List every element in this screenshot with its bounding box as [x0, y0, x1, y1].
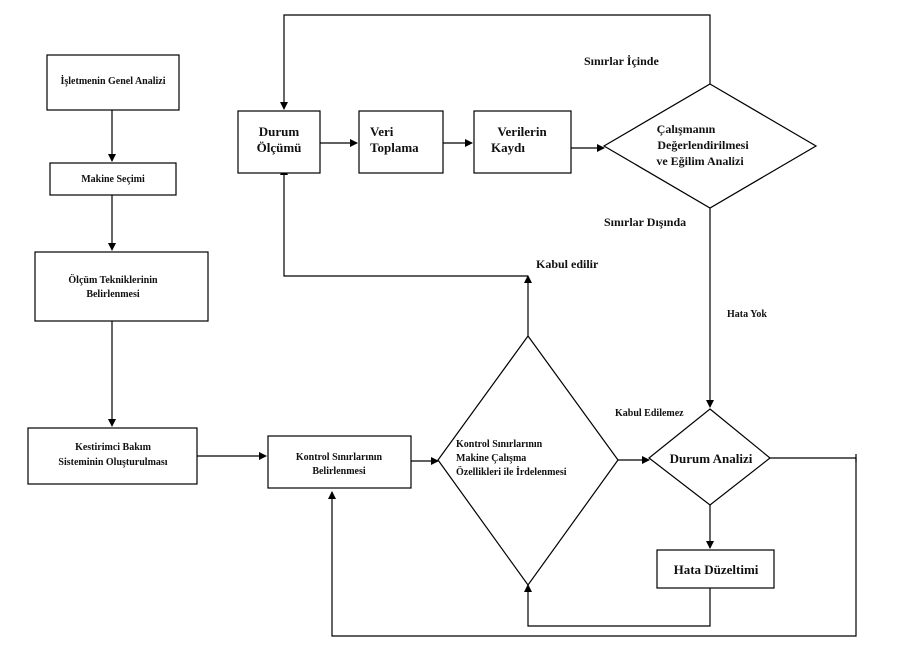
box-kontrol-belirle	[267, 435, 412, 489]
label-kontrol-irdele-3: Özellikleri ile İrdelenmesi	[456, 465, 567, 478]
label-durum-olcumu-1: Durum	[259, 124, 300, 139]
label-verilerin-kaydi-2: Kaydı	[491, 140, 525, 155]
label-makine-secimi: Makine Seçimi	[81, 174, 145, 185]
label-genel-analiz: İşletmenin Genel Analizi	[61, 75, 166, 87]
label-kontrol-irdele-1: Kontrol Sınırlarının	[456, 439, 543, 450]
label-verilerin-kaydi-1: Verilerin	[497, 124, 547, 139]
box-kestirimci-bakim	[27, 427, 198, 485]
edge-label-sinirlar-icinde: Sınırlar İçinde	[584, 54, 659, 68]
label-durum-olcumu-2: Ölçümü	[257, 140, 302, 155]
edge-label-sinirlar-disinda: Sınırlar Dışında	[604, 215, 686, 229]
label-calisma-1: Çalışmanın	[657, 122, 716, 136]
label-kontrol-belirle-2: Belirlenmesi	[312, 466, 366, 477]
shapes	[27, 54, 818, 589]
box-verilerin-kaydi	[473, 110, 572, 174]
label-olcum-teknik-2: Belirlenmesi	[86, 289, 140, 300]
label-veri-toplama-2: Toplama	[370, 140, 419, 155]
label-veri-toplama-1: Veri	[370, 124, 394, 139]
box-genel-analiz	[46, 54, 180, 111]
edge-label-hata-yok: Hata Yok	[727, 309, 767, 320]
label-durum-analizi: Durum Analizi	[670, 451, 753, 466]
label-kontrol-belirle-1: Kontrol Sınırlarının	[296, 452, 383, 463]
connectors	[108, 14, 857, 637]
label-olcum-teknik-1: Ölçüm Tekniklerinin	[68, 273, 158, 286]
arrow-hata-to-irdele	[524, 584, 711, 627]
box-veri-toplama	[358, 110, 444, 174]
arrow-kabul-edilir-loop	[280, 167, 528, 277]
diamond-calisma-degerlendirme	[602, 83, 818, 209]
label-calisma-2: Değerlendirilmesi	[657, 138, 749, 152]
label-kontrol-irdele-2: Makine Çalışma	[456, 453, 526, 464]
box-durum-olcumu	[237, 110, 321, 174]
label-hata-duzeltimi: Hata Düzeltimi	[674, 562, 759, 577]
box-olcum-teknikleri	[34, 251, 209, 322]
edge-label-kabul-edilemez: Kabul Edilemez	[615, 408, 684, 419]
label-calisma-3: ve Eğilim Analizi	[656, 154, 744, 168]
arrow-sinirlar-icinde-loop	[280, 14, 711, 110]
box-hata-duzeltimi	[656, 549, 775, 589]
diamond-durum-analizi	[648, 408, 771, 506]
edge-label-kabul-edilir: Kabul edilir	[536, 257, 599, 271]
diamond-kontrol-irdele	[437, 334, 619, 587]
label-kestirimci-1: Kestirimci Bakım	[75, 442, 151, 453]
box-makine-secimi	[49, 162, 177, 196]
node-labels: İşletmenin Genel Analizi Makine Seçimi Ö…	[58, 75, 758, 577]
arrow-durum-analizi-loop	[328, 457, 857, 637]
label-kestirimci-2: Sisteminin Oluşturulması	[58, 457, 167, 468]
edge-labels: Sınırlar İçinde Sınırlar Dışında Kabul e…	[536, 54, 767, 419]
